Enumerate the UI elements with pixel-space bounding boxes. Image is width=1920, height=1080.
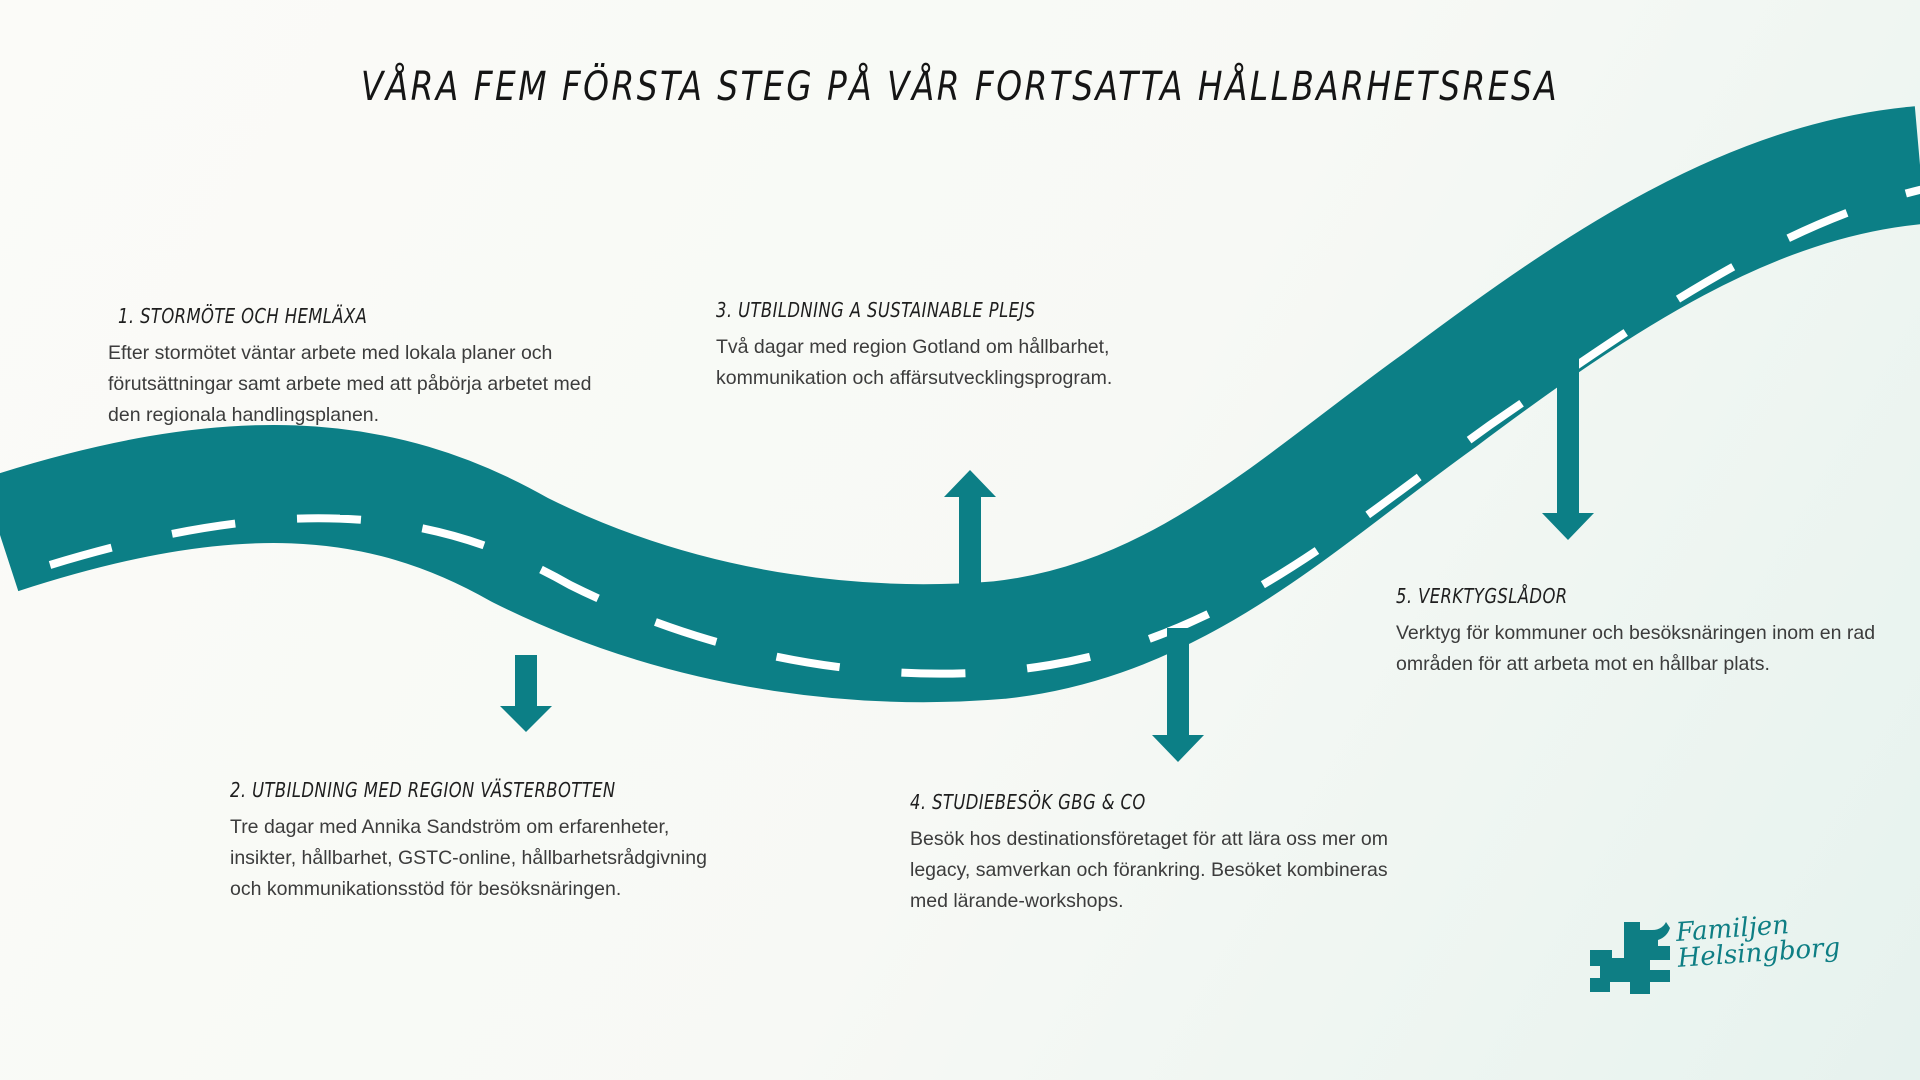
page-title: Våra fem första steg på vår fortsatta hå…: [360, 64, 1560, 110]
step-4: 4. Studiebesök GBG & Co Besök hos destin…: [910, 790, 1390, 917]
step-3-text: Två dagar med region Gotland om hållbarh…: [716, 336, 1113, 389]
step-4-text: Besök hos destinationsföretaget för att …: [910, 828, 1388, 912]
step-3-title: 3. Utbildning a sustainable plejs: [716, 298, 1036, 322]
arrow-up-3: [944, 470, 996, 620]
step-1-title: 1. Stormöte och hemläxa: [118, 304, 368, 328]
familjen-helsingborg-logo: Familjen Helsingborg: [1590, 910, 1841, 1008]
step-2-title: 2. Utbildning med Region Västerbotten: [230, 778, 616, 802]
road-center-dashes: [48, 185, 1920, 678]
step-2-text: Tre dagar med Annika Sandström om erfare…: [230, 816, 707, 900]
logo-mark-icon: [1590, 922, 1670, 994]
step-2: 2. Utbildning med Region Västerbotten Tr…: [230, 778, 710, 905]
step-1: 1. Stormöte och hemläxa Efter stormötet …: [108, 304, 628, 431]
arrow-down-2: [500, 655, 552, 732]
arrow-down-5: [1542, 355, 1594, 540]
step-1-text: Efter stormötet väntar arbete med lokala…: [108, 342, 592, 426]
logo-wordmark: Familjen Helsingborg: [1675, 909, 1841, 974]
arrow-up-1: [325, 458, 377, 515]
step-4-title: 4. Studiebesök GBG & Co: [910, 790, 1146, 814]
step-5: 5. Verktygslådor Verktyg för kommuner oc…: [1396, 584, 1876, 680]
step-5-title: 5. Verktygslådor: [1396, 584, 1568, 608]
arrow-down-4: [1152, 628, 1204, 762]
step-3: 3. Utbildning a sustainable plejs Två da…: [716, 298, 1176, 394]
road: [0, 106, 1920, 703]
step-5-text: Verktyg för kommuner och besöksnäringen …: [1396, 622, 1876, 675]
